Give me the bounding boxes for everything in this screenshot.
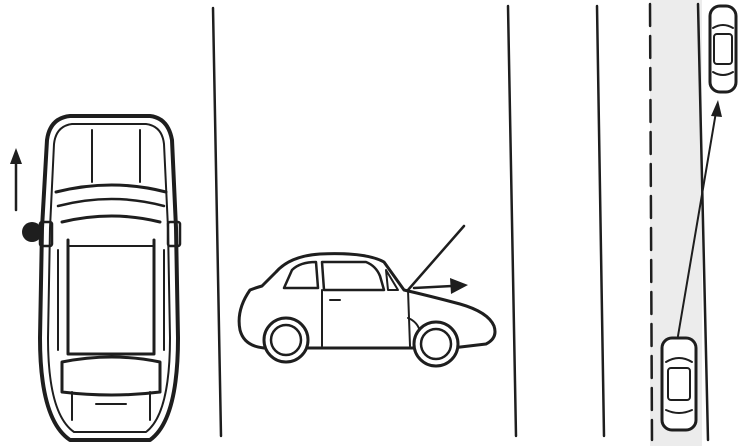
- dashed-lane-marker: [648, 2, 654, 442]
- lane-change-arrow-icon: [677, 100, 722, 337]
- side-view-car: [237, 252, 497, 368]
- divider-line-2: [506, 4, 518, 438]
- upper-car: [708, 4, 738, 94]
- marker-dot: [22, 222, 42, 242]
- lower-car: [660, 336, 698, 432]
- up-arrow-icon: [10, 148, 22, 212]
- road-edge-line: [696, 2, 710, 442]
- panel-top-view-car: [10, 114, 182, 442]
- top-view-car: [38, 114, 182, 442]
- open-hood-line: [406, 224, 466, 292]
- divider-line-1: [211, 6, 223, 438]
- panel-lane-change: [648, 0, 738, 446]
- panel-side-view-car: [237, 224, 497, 368]
- right-arrow-icon: [412, 278, 468, 294]
- divider-line-3: [595, 4, 606, 438]
